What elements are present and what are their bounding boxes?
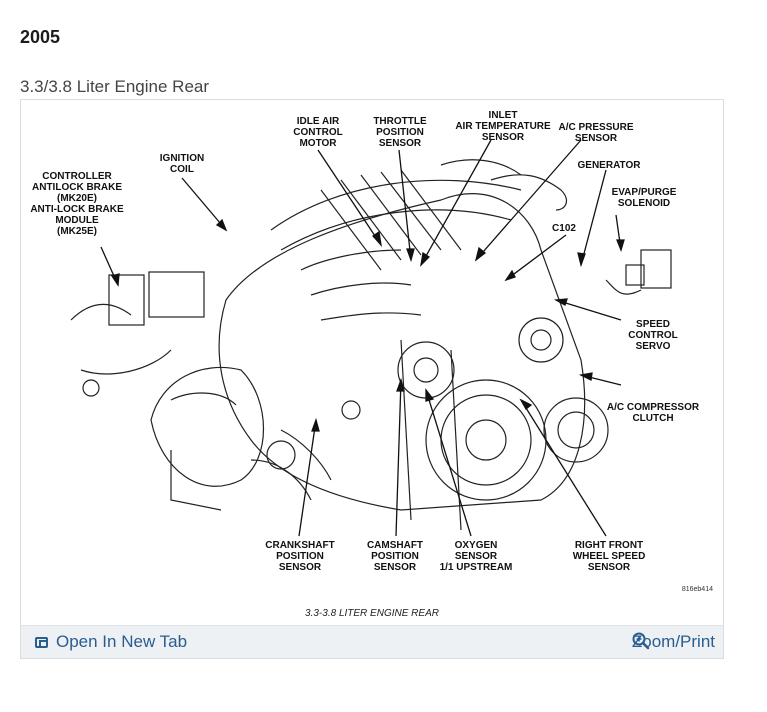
zoom-print-link[interactable]: Zoom/Print [632,632,715,652]
label-crankshaft-position-sensor: CRANKSHAFT POSITION SENSOR [265,540,335,573]
engine-diagram[interactable]: IDLE AIR CONTROL MOTOR THROTTLE POSITION… [20,99,724,659]
figure-caption: 3.3-3.8 LITER ENGINE REAR [305,608,439,619]
engine-illustration [70,139,672,537]
label-ac-compressor-clutch: A/C COMPRESSOR CLUTCH [606,402,700,424]
label-oxygen-sensor-upstream: OXYGEN SENSOR 1/1 UPSTREAM [439,540,513,573]
label-inlet-air-temperature-sensor: INLET AIR TEMPERATURE SENSOR [455,110,551,143]
label-c102: C102 [552,223,576,234]
open-in-new-tab-link[interactable]: Open In New Tab [35,632,187,652]
label-speed-control-servo: SPEED CONTROL SERVO [628,319,678,352]
label-evap-purge-solenoid: EVAP/PURGE SOLENOID [611,187,677,209]
label-ac-pressure-sensor: A/C PRESSURE SENSOR [558,122,634,144]
label-idle-air-control-motor: IDLE AIR CONTROL MOTOR [293,116,343,149]
figure-id: 816eb414 [681,586,713,593]
label-throttle-position-sensor: THROTTLE POSITION SENSOR [373,116,427,149]
page-caption: 3.3/3.8 Liter Engine Rear [20,77,210,96]
zoom-in-icon [632,632,650,650]
open-new-tab-icon [35,636,48,648]
zoom-print-label: Zoom/Print [631,632,715,651]
label-right-front-wheel-speed-sensor: RIGHT FRONT WHEEL SPEED SENSOR [572,540,646,573]
label-generator: GENERATOR [577,160,641,171]
figure-footer: Open In New Tab Zoom/Print [21,625,723,658]
open-in-new-tab-label: Open In New Tab [56,632,188,651]
label-controller-antilock-brake: CONTROLLER ANTILOCK BRAKE (MK20E) ANTI-L… [30,171,124,237]
label-camshaft-position-sensor: CAMSHAFT POSITION SENSOR [366,540,424,573]
label-ignition-coil: IGNITION COIL [159,153,205,175]
page-year: 2005 [20,27,61,47]
